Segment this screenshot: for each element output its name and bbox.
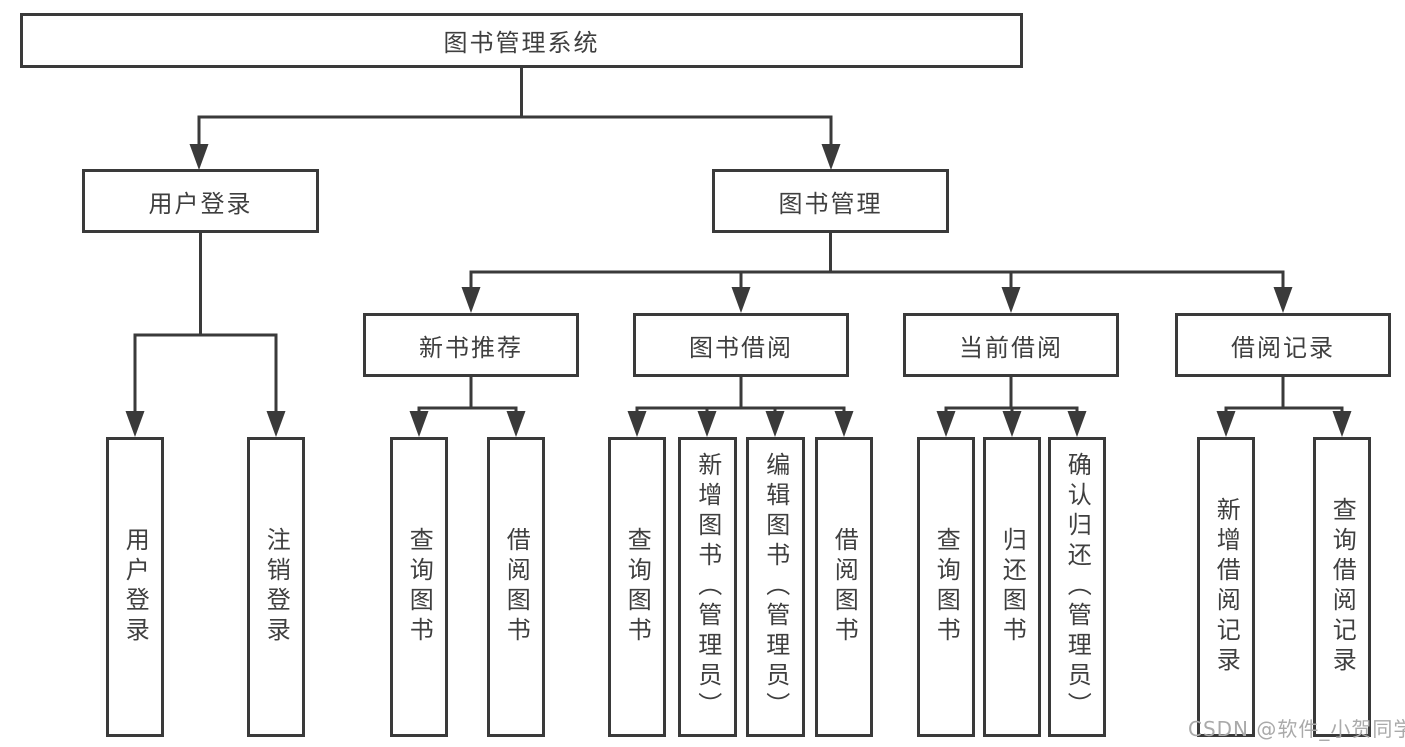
leaf-user-login: 用户登录 (106, 437, 164, 737)
leaf-label: 编辑图书（管理员） (761, 452, 790, 722)
arrowhead-icon (697, 411, 717, 437)
leaf-return-books: 归还图书 (983, 437, 1041, 737)
watermark: CSDN @软件_小贺同学 (1188, 717, 1405, 741)
leaf-add-books-admin: 新增图书（管理员） (678, 437, 737, 737)
connector-new-book-recommend-to-leaves (417, 377, 518, 414)
connector-user-login-to-leaves (133, 233, 278, 414)
leaf-label: 确认归还（管理员） (1063, 452, 1092, 722)
node-book-management: 图书管理 (712, 169, 949, 233)
arrowhead-icon (409, 411, 429, 437)
leaf-query-borrow-record: 查询借阅记录 (1313, 437, 1371, 737)
leaf-confirm-return-admin: 确认归还（管理员） (1048, 437, 1106, 737)
arrowhead-icon (627, 411, 647, 437)
leaf-label: 用户登录 (121, 527, 150, 647)
connector-book-management-to-level3 (469, 233, 1285, 291)
leaf-label: 归还图书 (998, 527, 1027, 647)
leaf-label: 新增图书（管理员） (693, 452, 722, 722)
node-root: 图书管理系统 (20, 13, 1023, 68)
leaf-label: 注销登录 (262, 527, 291, 647)
leaf-borrow-books-recommend: 借阅图书 (487, 437, 545, 737)
arrowhead-icon (1332, 411, 1352, 437)
node-user-login: 用户登录 (82, 169, 319, 233)
arrowhead-icon (1273, 287, 1293, 313)
arrowhead-icon (1002, 411, 1022, 437)
node-book-borrow: 图书借阅 (633, 313, 849, 377)
arrowhead-icon (834, 411, 854, 437)
leaf-add-borrow-record: 新增借阅记录 (1197, 437, 1255, 737)
arrowhead-icon (821, 144, 841, 170)
connector-current-borrow-to-leaves (944, 377, 1079, 414)
leaf-borrow-books: 借阅图书 (815, 437, 873, 737)
connector-root-to-level2 (197, 68, 833, 147)
node-borrow-records: 借阅记录 (1175, 313, 1391, 377)
leaf-label: 借阅图书 (830, 527, 859, 647)
node-new-book-recommend: 新书推荐 (363, 313, 579, 377)
leaf-label: 查询图书 (623, 527, 652, 647)
leaf-edit-books-admin: 编辑图书（管理员） (746, 437, 805, 737)
arrowhead-icon (1216, 411, 1236, 437)
arrowhead-icon (1001, 287, 1021, 313)
arrowhead-icon (506, 411, 526, 437)
leaf-query-books-current: 查询图书 (917, 437, 975, 737)
connector-borrow-records-to-leaves (1224, 377, 1344, 414)
leaf-label: 查询图书 (932, 527, 961, 647)
arrowhead-icon (266, 411, 286, 437)
leaf-query-books-recommend: 查询图书 (390, 437, 448, 737)
leaf-label: 查询图书 (405, 527, 434, 647)
arrowhead-icon (765, 411, 785, 437)
arrowhead-icon (936, 411, 956, 437)
arrowhead-icon (125, 411, 145, 437)
arrowhead-icon (189, 144, 209, 170)
leaf-label: 借阅图书 (502, 527, 531, 647)
leaf-label: 查询借阅记录 (1328, 497, 1357, 677)
arrowhead-icon (731, 287, 751, 313)
connector-book-borrow-to-leaves (635, 377, 846, 414)
leaf-label: 新增借阅记录 (1212, 497, 1241, 677)
leaf-logout: 注销登录 (247, 437, 305, 737)
leaf-query-books: 查询图书 (608, 437, 666, 737)
arrowhead-icon (461, 287, 481, 313)
arrowhead-icon (1067, 411, 1087, 437)
node-current-borrow: 当前借阅 (903, 313, 1119, 377)
